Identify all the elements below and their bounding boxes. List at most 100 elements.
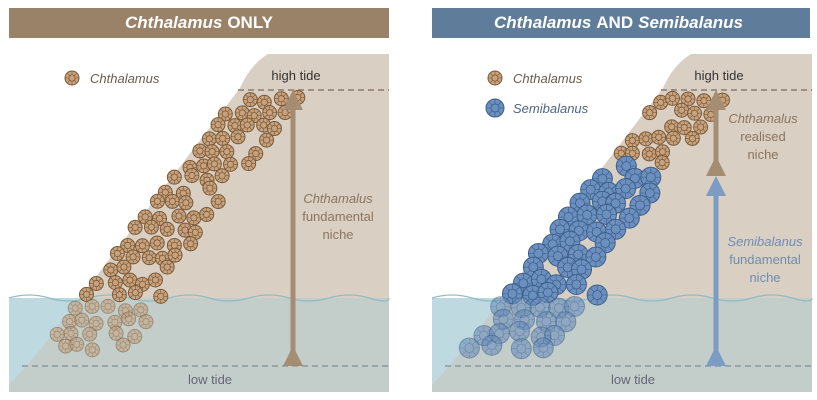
barnacle-plate — [568, 314, 574, 319]
barnacle-opening — [218, 172, 226, 180]
barnacle-plate — [94, 301, 98, 305]
barnacle-plate — [618, 196, 623, 201]
barnacle-plate — [647, 133, 652, 137]
barnacle-plate — [102, 308, 106, 312]
barnacle-plate — [121, 296, 125, 300]
barnacle — [665, 130, 681, 146]
barnacle-plate — [76, 322, 80, 326]
barnacle-plate — [634, 148, 638, 152]
barnacle-opening — [200, 162, 208, 170]
barnacle-opening — [131, 332, 139, 341]
barnacle — [230, 129, 246, 145]
barnacle — [199, 206, 215, 222]
barnacle-plate — [249, 119, 253, 123]
barnacle-plate — [536, 350, 541, 356]
barnacle-plate — [137, 279, 141, 283]
barnacle-plate — [627, 148, 631, 152]
barnacle — [134, 238, 150, 254]
barnacle-plate — [462, 350, 467, 356]
barnacle-plate — [634, 155, 638, 159]
barnacle-opening — [697, 123, 705, 131]
barnacle-plate — [94, 344, 98, 348]
barnacle-opening — [549, 330, 560, 341]
title-species-1: Chthalamus — [493, 13, 592, 32]
barnacle-opening — [203, 210, 211, 219]
barnacle-plate — [599, 217, 604, 222]
barnacle-plate — [150, 274, 154, 278]
barnacle-plate — [124, 282, 128, 286]
barnacle-plate — [690, 100, 694, 105]
barnacle-plate — [105, 264, 109, 268]
barnacle-plate — [642, 198, 648, 203]
barnacle-opening — [120, 263, 128, 271]
barnacle-plate — [571, 223, 576, 228]
barnacle-opening — [191, 228, 199, 236]
barnacle-plate — [167, 196, 171, 200]
barnacle-opening — [569, 301, 580, 312]
barnacle-plate — [570, 260, 575, 265]
barnacle-plate — [162, 231, 166, 235]
barnacle-opening — [688, 134, 696, 143]
barnacle-plate — [130, 320, 134, 324]
barnacle-plate — [515, 286, 520, 291]
barnacle — [159, 259, 175, 275]
barnacle-plate — [176, 171, 180, 176]
barnacle-plate — [131, 282, 136, 286]
realised-niche-2: realised — [740, 129, 786, 144]
barnacle-plate — [159, 203, 163, 207]
barnacle-opening — [668, 94, 677, 102]
barnacle — [674, 102, 690, 118]
barnacle-opening — [590, 252, 601, 262]
barnacle — [509, 320, 531, 342]
title-and: AND — [596, 13, 634, 32]
barnacle-plate — [77, 303, 81, 307]
barnacle-plate — [690, 93, 694, 97]
barnacle-plate — [696, 108, 700, 112]
barnacle-plate — [683, 105, 687, 109]
barnacle-plate — [555, 236, 560, 242]
barnacle-plate — [243, 158, 247, 162]
barnacle-opening — [67, 329, 75, 337]
barnacle-plate — [122, 240, 126, 244]
barnacle-opening — [514, 326, 525, 337]
barnacle-opening — [190, 214, 198, 222]
water-surface — [8, 294, 390, 302]
barnacle-plate — [664, 164, 668, 168]
barnacle-opening — [576, 264, 587, 275]
barnacle-plate — [698, 102, 702, 106]
barnacle-plate — [169, 269, 173, 273]
barnacle-plate — [224, 133, 228, 137]
barnacle-plate — [600, 287, 605, 293]
barnacle-plate — [679, 122, 683, 126]
barnacle-plate — [206, 153, 211, 157]
barnacle-plate — [169, 257, 174, 261]
barnacle-plate — [153, 222, 157, 226]
barnacle-plate — [180, 197, 184, 201]
barnacle-plate — [574, 262, 579, 267]
barnacle-plate — [536, 340, 541, 345]
barnacle — [171, 208, 187, 224]
barnacle-plate — [217, 133, 221, 137]
barnacle — [166, 169, 182, 185]
barnacle — [127, 329, 143, 345]
barnacle-plate — [162, 224, 166, 228]
barnacle-opening — [107, 266, 115, 274]
barnacle — [481, 334, 503, 356]
barnacle-plate — [162, 261, 166, 266]
barnacle-plate — [689, 108, 693, 112]
barnacle-plate — [114, 289, 118, 293]
barnacle-plate — [668, 140, 672, 144]
barnacle-plate — [225, 159, 229, 163]
barnacle-opening — [592, 290, 603, 300]
barnacle-opening — [655, 133, 663, 141]
barnacle — [107, 275, 123, 291]
barnacle-opening — [125, 315, 133, 323]
barnacle-plate — [216, 170, 221, 174]
barnacle-plate — [228, 153, 233, 157]
barnacle-opening — [573, 249, 584, 260]
barnacle-plate — [164, 253, 168, 257]
barnacle-opening — [238, 109, 246, 117]
realised-niche-3: niche — [747, 147, 778, 162]
